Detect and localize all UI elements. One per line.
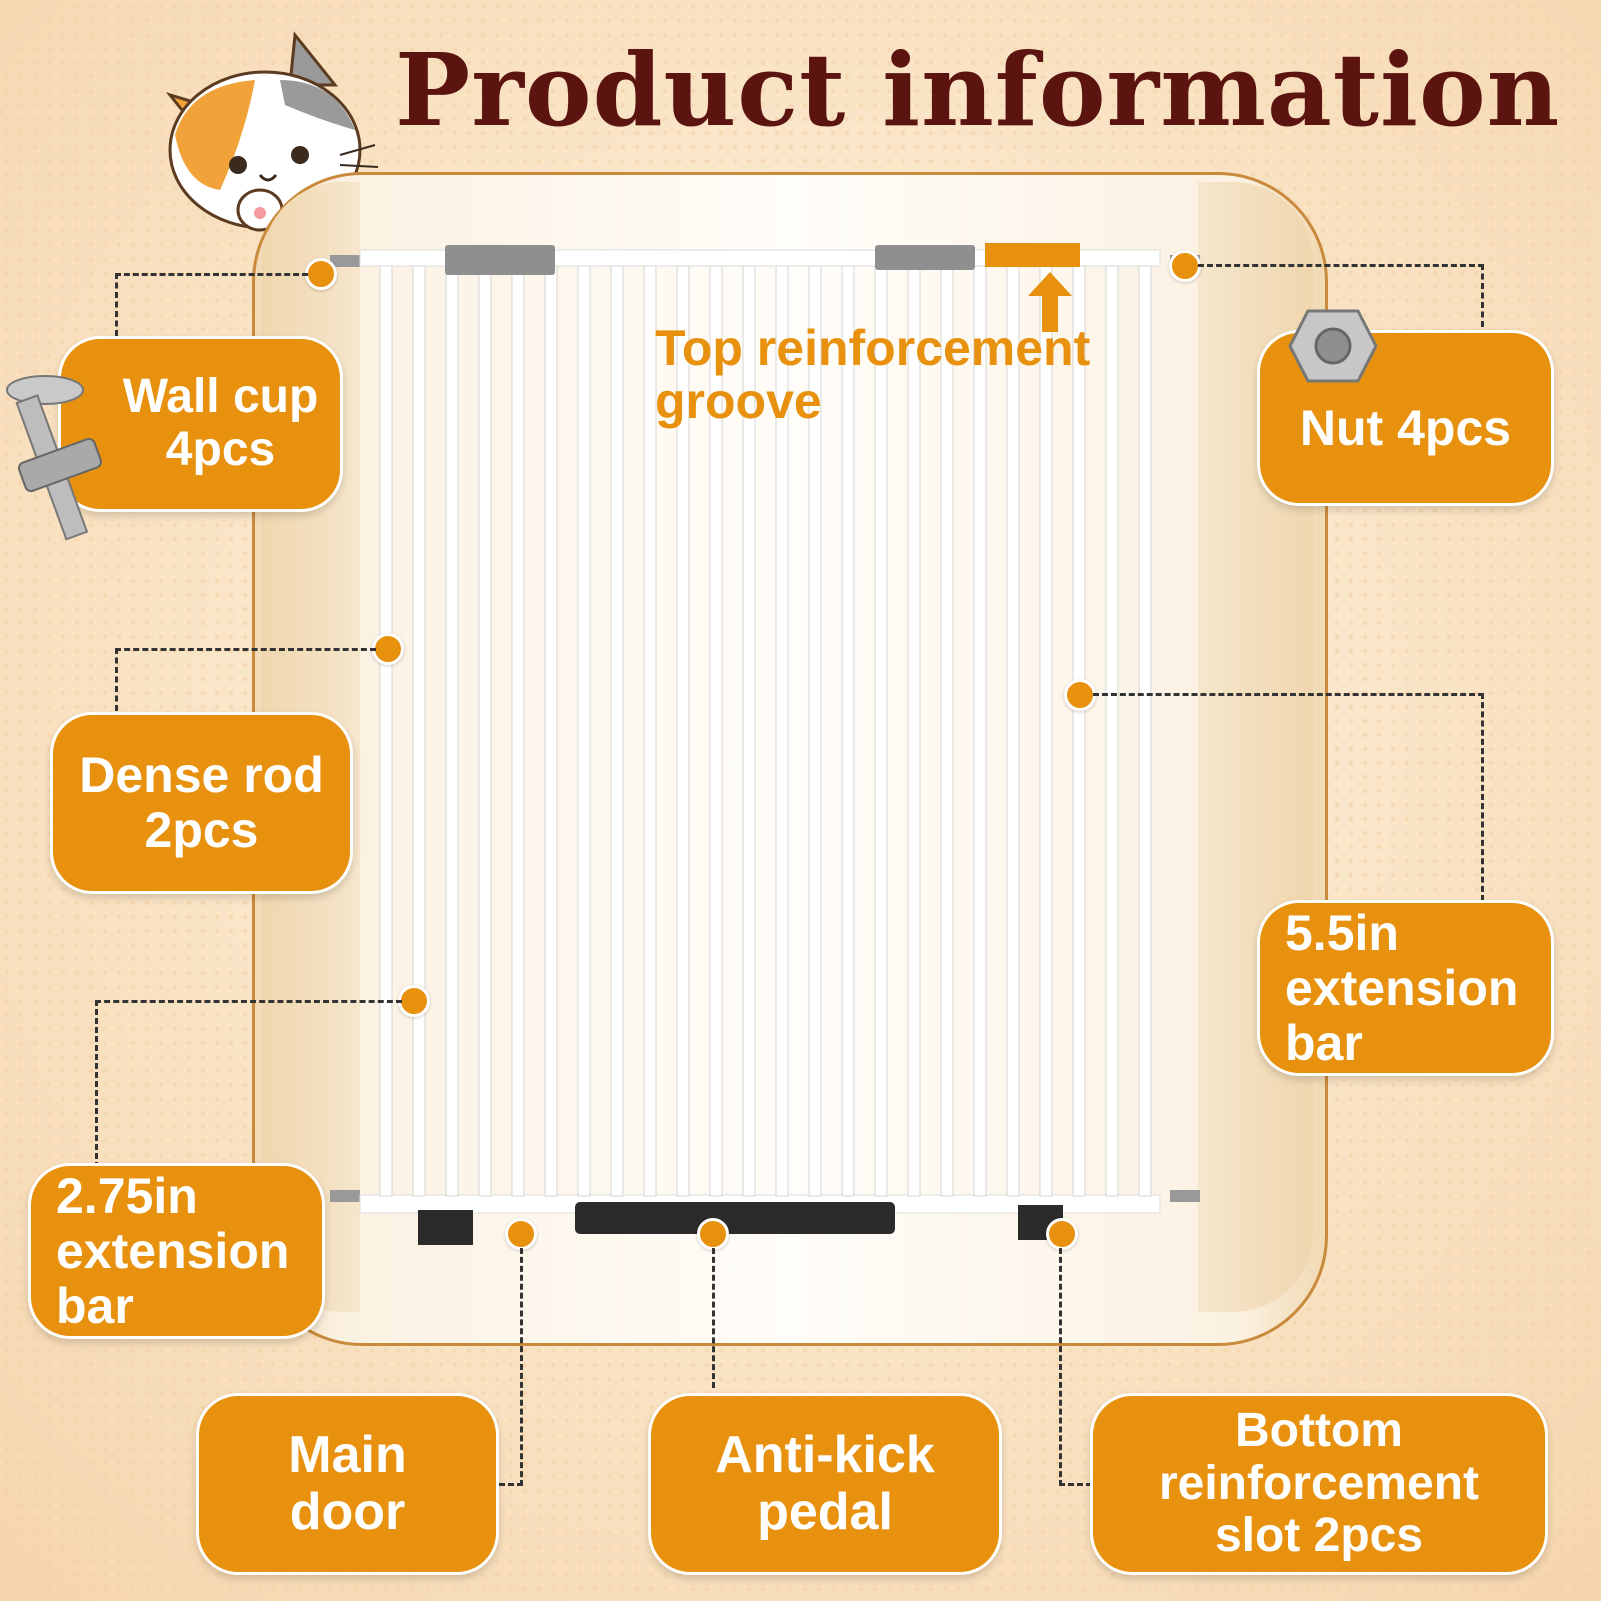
page-title: Product information	[395, 31, 1561, 149]
gate-bar	[544, 265, 558, 1197]
gate-bar	[742, 265, 756, 1197]
gate-bar	[1138, 265, 1152, 1197]
main-door-label: Main door	[288, 1425, 407, 1541]
gate-bar	[445, 265, 459, 1197]
pedal-tag: Anti-kick pedal	[648, 1393, 1002, 1575]
wall-cup-tag: Wall cup 4pcs	[58, 336, 343, 512]
gate-bar	[841, 265, 855, 1197]
leader-line	[1093, 693, 1484, 901]
gate-bar	[775, 265, 789, 1197]
gate-bar	[577, 265, 591, 1197]
callout-dot	[505, 1218, 537, 1250]
wall-cup-screw-icon	[6, 375, 103, 541]
callout-dot	[398, 985, 430, 1017]
gate-bar	[643, 265, 657, 1197]
leader-line	[115, 648, 376, 711]
leader-line	[712, 1248, 715, 1388]
ext-55-tag: 5.5in extension bar	[1257, 900, 1554, 1076]
gate-bar	[379, 265, 393, 1197]
pedal-label: Anti-kick pedal	[715, 1425, 935, 1541]
leader-line	[1198, 264, 1484, 327]
ext-55-label: 5.5in extension bar	[1285, 904, 1519, 1071]
hex-nut-icon	[1288, 309, 1378, 383]
bottom-slot-tag: Bottom reinforcement slot 2pcs	[1090, 1393, 1548, 1575]
leader-line	[1059, 1248, 1092, 1486]
nut-label: Nut 4pcs	[1299, 399, 1512, 456]
callout-dot	[1064, 679, 1096, 711]
callout-dot	[372, 633, 404, 665]
ext-275-label: 2.75in extension bar	[56, 1167, 290, 1334]
gate-bar	[1105, 265, 1119, 1197]
gate-bar	[412, 265, 426, 1197]
gate-bar	[478, 265, 492, 1197]
arrow-up-icon	[1028, 272, 1072, 332]
dense-rod-tag: Dense rod 2pcs	[50, 712, 353, 894]
top-groove-label: Top reinforcement groove	[655, 320, 1091, 429]
gate-bar	[709, 265, 723, 1197]
dense-rod-label: Dense rod 2pcs	[79, 747, 324, 858]
leader-line	[115, 273, 308, 336]
callout-dot	[1169, 250, 1201, 282]
gate-illustration	[330, 243, 1200, 1245]
gate-bar	[511, 265, 525, 1197]
callout-dot	[1046, 1218, 1078, 1250]
ext-275-tag: 2.75in extension bar	[28, 1163, 325, 1339]
gate-bar	[973, 265, 987, 1197]
main-door-tag: Main door	[196, 1393, 499, 1575]
gate-bar	[610, 265, 624, 1197]
callout-dot	[305, 258, 337, 290]
leader-line	[490, 1248, 523, 1486]
bottom-slot-label: Bottom reinforcement slot 2pcs	[1158, 1403, 1480, 1563]
nut-tag: Nut 4pcs	[1257, 330, 1554, 506]
gate-bar	[676, 265, 690, 1197]
callout-dot	[697, 1218, 729, 1250]
wall-cup-label: Wall cup 4pcs	[122, 370, 319, 476]
gate-bar	[808, 265, 822, 1197]
leader-line	[95, 1000, 402, 1168]
